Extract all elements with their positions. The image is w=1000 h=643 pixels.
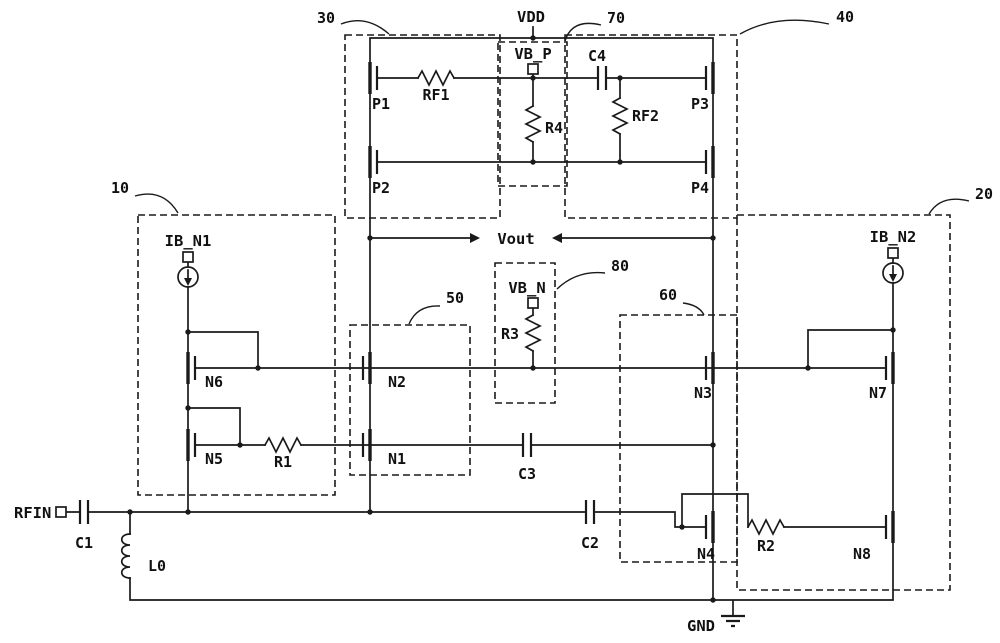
- pmos-p3: [704, 62, 715, 94]
- label-n6: N6: [205, 373, 223, 391]
- vout-arrow-right-icon: [552, 233, 562, 243]
- label-rf1: RF1: [422, 86, 449, 104]
- nmos-n5: [186, 429, 197, 461]
- block-boundaries: [137, 34, 951, 591]
- resistor-r2: [746, 518, 786, 536]
- ib-n1-label: IB_N1: [165, 232, 212, 250]
- resistor-r4: [524, 104, 542, 144]
- block-20-boundary: [736, 214, 951, 591]
- label-n1: N1: [388, 450, 406, 468]
- ref-30: 30: [317, 9, 335, 27]
- label-c1: C1: [75, 534, 93, 552]
- pmos-p4: [704, 146, 715, 178]
- rfin-label: RFIN: [14, 504, 51, 522]
- label-n4: N4: [697, 545, 715, 563]
- label-p1: P1: [372, 95, 390, 113]
- resistor-rf2: [611, 96, 629, 136]
- label-rf2: RF2: [632, 107, 659, 125]
- resistor-r1: [263, 436, 303, 454]
- leader-40: [739, 19, 830, 35]
- capacitor-c3: [521, 433, 533, 457]
- junction-dots: [127, 35, 896, 603]
- nmos-n6: [186, 352, 197, 384]
- current-source-ib-n1: [177, 251, 199, 288]
- vout-label: Vout: [497, 230, 534, 248]
- leader-70: [564, 22, 602, 42]
- vb-p-label: VB_P: [514, 45, 551, 63]
- ref-60: 60: [659, 286, 677, 304]
- label-l0: L0: [148, 557, 166, 575]
- ground-symbol-icon: [721, 614, 745, 628]
- resistor-r3: [524, 313, 542, 353]
- block-10-boundary: [137, 214, 336, 496]
- resistor-rf1: [416, 69, 456, 87]
- nmos-n1: [361, 429, 372, 461]
- current-source-ib-n2: [882, 247, 904, 284]
- reference-leaders: [134, 19, 970, 325]
- block-80-boundary: [494, 262, 556, 404]
- ref-20: 20: [975, 185, 993, 203]
- ref-80: 80: [611, 257, 629, 275]
- capacitor-c2: [584, 500, 596, 524]
- leader-80: [556, 271, 606, 290]
- leader-50: [408, 305, 441, 325]
- block-60-boundary: [619, 314, 738, 563]
- block-40-boundary: [564, 34, 738, 219]
- pmos-p1: [368, 62, 379, 94]
- current-arrow-icon: [889, 274, 897, 282]
- label-n3: N3: [694, 384, 712, 402]
- label-n2: N2: [388, 373, 406, 391]
- vout-arrows: [470, 233, 562, 243]
- vb-p-terminal-icon: [527, 63, 539, 75]
- ref-40: 40: [836, 8, 854, 26]
- ib-n2-label: IB_N2: [870, 228, 917, 246]
- label-r3: R3: [501, 325, 519, 343]
- label-p3: P3: [691, 95, 709, 113]
- nmos-n8: [884, 511, 895, 543]
- label-r4: R4: [545, 119, 563, 137]
- ref-70: 70: [607, 9, 625, 27]
- label-p2: P2: [372, 179, 390, 197]
- label-n5: N5: [205, 450, 223, 468]
- nmos-n3: [704, 352, 715, 384]
- vdd-label: VDD: [517, 8, 545, 26]
- nmos-n7: [884, 352, 895, 384]
- ib-n2-terminal-icon: [887, 247, 899, 259]
- leader-30: [340, 20, 390, 35]
- leader-60: [682, 302, 705, 316]
- nmos-n2: [361, 352, 372, 384]
- label-c4: C4: [588, 47, 606, 65]
- ref-10: 10: [111, 179, 129, 197]
- circuit-wires: [65, 26, 894, 617]
- leader-10: [134, 193, 179, 214]
- block-50-boundary: [349, 324, 471, 476]
- capacitor-c4: [596, 66, 608, 90]
- label-n7: N7: [869, 384, 887, 402]
- vout-arrow-left-icon: [470, 233, 480, 243]
- block-30-boundary: [344, 34, 501, 219]
- nmos-n4: [704, 511, 715, 543]
- ib-n1-terminal-icon: [182, 251, 194, 263]
- block-70-boundary: [497, 41, 568, 187]
- rfin-terminal-icon: [55, 506, 67, 518]
- label-r2: R2: [757, 537, 775, 555]
- capacitor-c1: [78, 500, 90, 524]
- vb-n-label: VB_N: [508, 279, 545, 297]
- label-c3: C3: [518, 465, 536, 483]
- ref-50: 50: [446, 289, 464, 307]
- pmos-p2: [368, 146, 379, 178]
- inductor-l0: [120, 533, 131, 579]
- label-n8: N8: [853, 545, 871, 563]
- label-c2: C2: [581, 534, 599, 552]
- label-r1: R1: [274, 453, 292, 471]
- gnd-label: GND: [687, 617, 715, 635]
- leader-20: [928, 198, 970, 215]
- vb-n-terminal-icon: [527, 297, 539, 309]
- current-arrow-icon: [184, 278, 192, 286]
- label-p4: P4: [691, 179, 709, 197]
